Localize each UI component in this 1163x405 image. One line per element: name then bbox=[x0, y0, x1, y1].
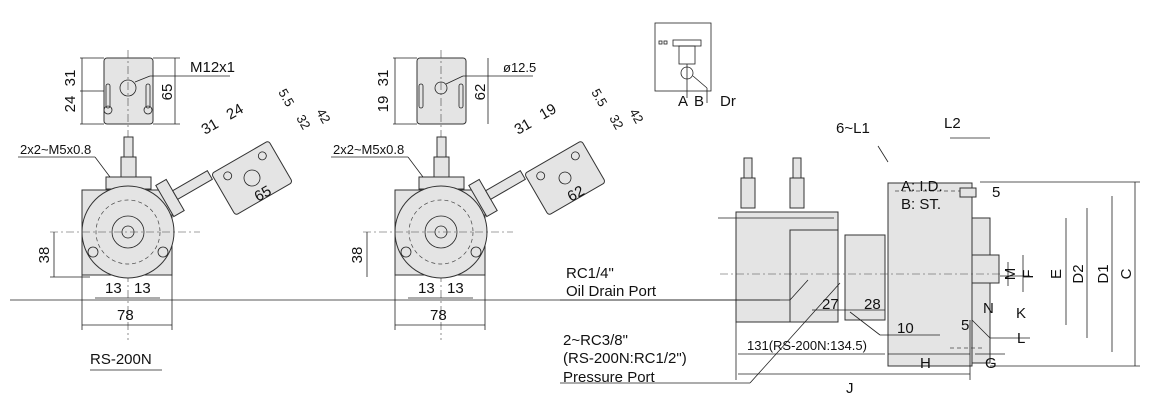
dim-78: 78 bbox=[430, 307, 447, 324]
dim-13-right: 13 bbox=[134, 280, 151, 297]
dim-5-bottom: 5 bbox=[961, 317, 969, 334]
label-j: J bbox=[846, 380, 854, 397]
tilted-dim-31: 31 bbox=[512, 115, 535, 138]
tilted-dim-42: 42 bbox=[313, 106, 333, 126]
tilted-dim-42: 42 bbox=[626, 106, 646, 126]
dim-27: 27 bbox=[822, 296, 839, 313]
mount-screws-label: 2x2~M5x0.8 bbox=[20, 142, 91, 157]
dim-13-left: 13 bbox=[105, 280, 122, 297]
dim-78: 78 bbox=[117, 307, 134, 324]
pressure-port-size: 2~RC3/8" bbox=[563, 332, 628, 349]
dim-19: 19 bbox=[375, 96, 392, 113]
pressure-port-label: Pressure Port bbox=[563, 369, 656, 386]
label-6-l1: 6~L1 bbox=[836, 120, 870, 137]
label-n: N bbox=[983, 300, 994, 317]
middle-view: 31 19 62 ø12.5 2x2~M5x0.8 38 13 13 78 31… bbox=[331, 50, 647, 340]
dim-13-left: 13 bbox=[418, 280, 435, 297]
bore-label: ø12.5 bbox=[503, 60, 536, 75]
label-e: E bbox=[1048, 269, 1065, 279]
mount-screws-label: 2x2~M5x0.8 bbox=[333, 142, 404, 157]
flange bbox=[887, 182, 973, 367]
label-g: G bbox=[985, 355, 997, 372]
label-d2: D2 bbox=[1070, 264, 1087, 283]
dim-62: 62 bbox=[472, 84, 489, 101]
label-h: H bbox=[920, 355, 931, 372]
dim-13-right: 13 bbox=[447, 280, 464, 297]
tilted-dim-31: 31 bbox=[199, 115, 222, 138]
dim-65: 65 bbox=[159, 84, 176, 101]
left-view: 31 24 65 M12x1 2x2~M5x0.8 38 13 13 78 RS… bbox=[18, 50, 334, 371]
hydraulic-schematic: A B Dr bbox=[654, 22, 736, 110]
connector-tilted-block bbox=[212, 141, 292, 215]
label-k: K bbox=[1016, 305, 1026, 322]
drain-port-label: Oil Drain Port bbox=[566, 283, 657, 300]
port-b: B bbox=[694, 93, 704, 110]
model-label: RS-200N bbox=[90, 351, 152, 368]
dim-38: 38 bbox=[36, 247, 53, 264]
thread-hole bbox=[119, 79, 137, 97]
port-a: A bbox=[678, 93, 688, 110]
dim-10: 10 bbox=[897, 320, 914, 337]
tilted-dim-5-5: 5.5 bbox=[275, 86, 297, 109]
dim-31: 31 bbox=[62, 70, 79, 87]
label-c: C bbox=[1118, 268, 1135, 279]
label-l: L bbox=[1017, 330, 1025, 347]
label-d1: D1 bbox=[1095, 264, 1112, 283]
dim-131: 131(RS-200N:134.5) bbox=[747, 338, 867, 353]
tilted-dim-19: 19 bbox=[537, 100, 560, 123]
tilted-dim-65: 65 bbox=[252, 182, 275, 205]
drain-port-size: RC1/4" bbox=[566, 265, 614, 282]
label-f: F bbox=[1020, 269, 1037, 278]
label-m: M bbox=[1002, 268, 1019, 281]
dim-28: 28 bbox=[864, 296, 881, 313]
dim-31: 31 bbox=[375, 70, 392, 87]
thread-label: M12x1 bbox=[190, 59, 235, 76]
dim-5-top: 5 bbox=[992, 184, 1000, 201]
tilted-dim-32: 32 bbox=[293, 112, 313, 132]
tilted-dim-24: 24 bbox=[224, 100, 247, 123]
tilted-dim-62: 62 bbox=[565, 182, 588, 205]
tilted-dim-5-5: 5.5 bbox=[588, 86, 610, 109]
legend-b: B: ST. bbox=[901, 196, 941, 213]
port-dr: Dr bbox=[720, 93, 736, 110]
label-l2: L2 bbox=[944, 115, 961, 132]
dim-24: 24 bbox=[62, 96, 79, 113]
legend-a: A: I.D. bbox=[901, 178, 943, 195]
dim-38: 38 bbox=[349, 247, 366, 264]
tilted-dim-32: 32 bbox=[606, 112, 626, 132]
pressure-port-alt: (RS-200N:RC1/2") bbox=[563, 350, 687, 367]
side-view: 6~L1 L2 A: I.D. B: ST. 5 M F E D2 D1 C N… bbox=[10, 115, 1140, 397]
